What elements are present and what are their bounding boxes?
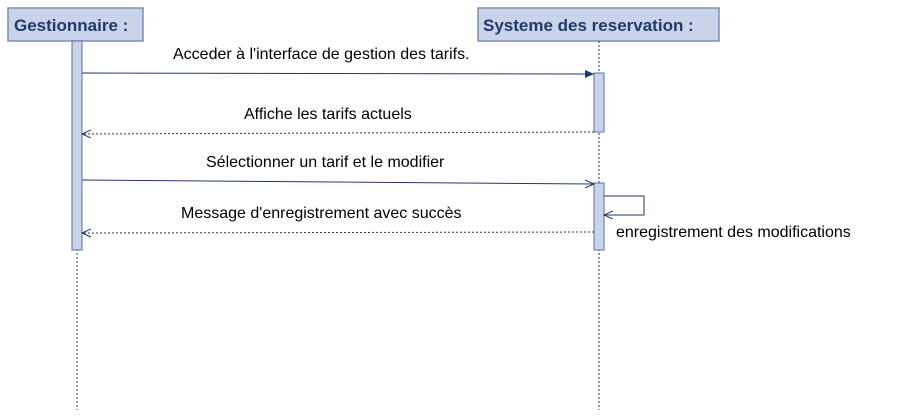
message-label: Affiche les tarifs actuels [244,106,412,123]
activation-systeme-1 [593,72,605,133]
message-label: enregistrement des modifications [616,224,851,241]
message-enregistrement-succes: Message d'enregistrement avec succès [82,205,595,233]
lifeline-label-systeme: Systeme des reservation : [483,16,694,35]
message-arrow [82,232,595,233]
activation-gestionnaire [71,40,83,251]
message-label: Sélectionner un tarif et le modifier [206,154,445,171]
message-label: Acceder à l'interface de gestion des tar… [173,46,470,63]
message-arrow [81,69,595,78]
message-selectionner-tarif: Sélectionner un tarif et le modifier [81,154,594,184]
lifeline-head-systeme [477,7,720,42]
message-enregistrement-modifications: enregistrement des modifications [604,195,851,241]
activation-systeme-2 [593,182,605,251]
lifeline-gestionnaire: Gestionnaire : [7,7,144,410]
lifeline-head-gestionnaire [7,7,144,42]
message-arrow [82,132,595,134]
message-arrow [81,180,594,184]
message-arrow [604,195,645,215]
message-acceder-interface: Acceder à l'interface de gestion des tar… [81,46,595,78]
lifeline-label-gestionnaire: Gestionnaire : [14,16,128,35]
message-label: Message d'enregistrement avec succès [181,205,462,222]
message-affiche-tarifs: Affiche les tarifs actuels [82,106,595,134]
